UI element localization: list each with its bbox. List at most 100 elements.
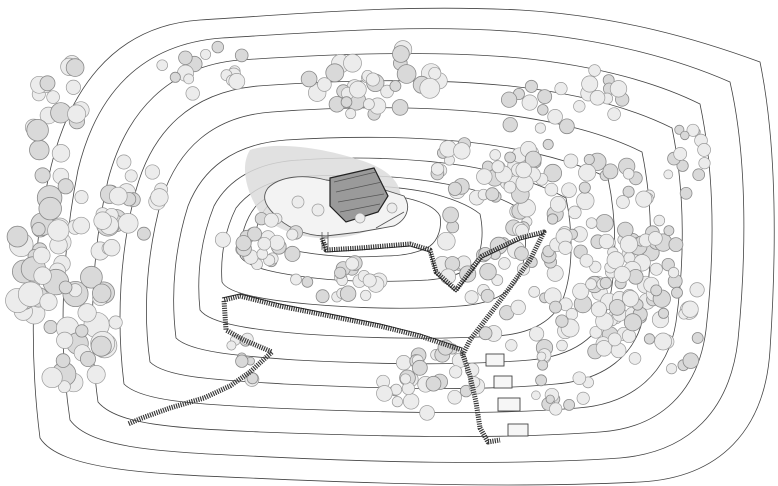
tree-canopy (534, 122, 546, 134)
tree-canopy (649, 262, 663, 276)
tree-canopy (419, 77, 441, 99)
tree-canopy (26, 118, 49, 142)
tree-canopy (589, 90, 606, 106)
tree-canopy (339, 285, 357, 302)
tree-canopy (334, 266, 347, 279)
tree-canopy (537, 104, 549, 116)
tree-canopy (396, 355, 412, 371)
tree-canopy (619, 235, 638, 254)
tree-canopy (627, 268, 644, 285)
tree-canopy (668, 237, 684, 253)
tree-canopy (419, 405, 435, 421)
tree-canopy (360, 289, 372, 301)
tree-canopy (535, 374, 547, 387)
tree-canopy (401, 381, 415, 396)
tree-canopy (558, 240, 573, 255)
tree-canopy (442, 206, 459, 224)
tree-canopy (183, 73, 195, 85)
tree-canopy (653, 214, 666, 227)
tree-canopy (598, 233, 615, 250)
tree-canopy (559, 118, 575, 135)
tree-canopy (654, 332, 672, 351)
tree-canopy (58, 380, 71, 394)
tree-canopy (464, 290, 479, 305)
tree-canopy (226, 340, 237, 351)
tree-canopy (363, 98, 375, 110)
tree-canopy (300, 70, 318, 88)
tree-canopy (136, 226, 151, 241)
tree-canopy (144, 164, 160, 180)
tree-canopy (51, 144, 71, 163)
tree-canopy (437, 231, 456, 251)
terrace-tree (354, 212, 366, 224)
tree-canopy (608, 299, 626, 316)
tree-canopy (547, 109, 563, 125)
contour-line-2 (62, 28, 745, 463)
tree-canopy (616, 195, 630, 209)
tree-canopy (648, 231, 663, 246)
tree-canopy (301, 276, 314, 288)
tree-canopy (39, 292, 58, 311)
tree-canopy (573, 100, 586, 113)
tree-canopy (555, 314, 569, 328)
tree-canopy (698, 157, 711, 170)
tree-canopy (317, 77, 332, 92)
tree-canopy (635, 190, 653, 208)
tree-canopy (400, 373, 411, 385)
tree-canopy (86, 365, 106, 384)
tree-canopy (93, 211, 112, 230)
tree-canopy (478, 326, 493, 341)
tree-canopy (622, 168, 635, 180)
tree-canopy (515, 223, 529, 238)
tree-canopy (489, 149, 501, 161)
tree-canopy (185, 86, 200, 101)
tree-canopy (537, 89, 553, 104)
cabin (493, 375, 513, 389)
terrace-tree (386, 202, 398, 214)
tree-canopy (449, 365, 463, 379)
tree-canopy (602, 163, 619, 180)
tree-canopy (376, 385, 393, 402)
tree-canopy (80, 265, 103, 289)
tree-canopy (504, 151, 516, 164)
tree-canopy (428, 66, 442, 80)
tree-canopy (583, 153, 595, 165)
tree-canopy (590, 301, 607, 318)
tree-canopy (505, 339, 518, 352)
tree-canopy (29, 139, 50, 161)
tree-canopy (235, 354, 249, 368)
tree-canopy (485, 187, 500, 202)
tree-canopy (572, 282, 590, 300)
tree-canopy (345, 256, 359, 271)
tree-canopy (663, 169, 674, 180)
tree-canopy (609, 80, 628, 98)
tree-canopy (588, 64, 601, 77)
tree-canopy (17, 281, 44, 307)
tree-canopy (545, 394, 555, 404)
tree-canopy (108, 315, 123, 330)
cabin (497, 397, 521, 412)
tree-canopy (563, 398, 575, 411)
tree-canopy (599, 276, 612, 290)
tree-canopy (365, 72, 380, 87)
tree-canopy (697, 143, 711, 157)
tree-canopy (595, 214, 614, 233)
tree-canopy (682, 352, 700, 369)
tree-canopy (510, 299, 526, 316)
tree-canopy (214, 231, 231, 248)
trail-segment-lower (459, 351, 501, 445)
tree-canopy (549, 300, 562, 314)
tree-canopy (228, 73, 246, 90)
tree-canopy (211, 40, 225, 54)
tree-canopy (529, 326, 545, 342)
hilltop-building (329, 167, 389, 223)
tree-canopy (156, 59, 168, 71)
tree-canopy (561, 182, 577, 198)
tree-canopy (32, 246, 51, 265)
terrace-tree (291, 195, 305, 209)
tree-canopy (549, 196, 567, 213)
tree-canopy (536, 351, 547, 362)
tree-canopy (247, 226, 263, 242)
tree-canopy (315, 289, 330, 304)
